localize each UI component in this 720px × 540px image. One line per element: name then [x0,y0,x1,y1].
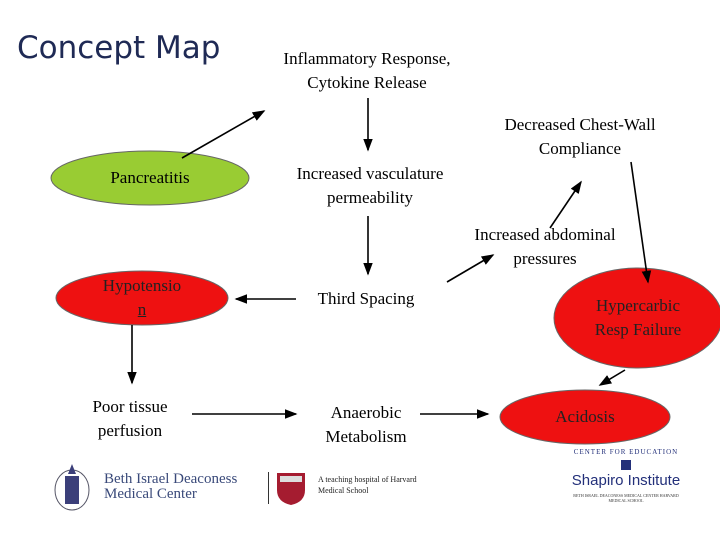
shapiro-subtitle: BETH ISRAEL DEACONESS MEDICAL CENTER HAR… [573,493,679,503]
arrow-pancreatitis-inflammatory [181,110,266,159]
harvard-shield-icon [276,472,306,506]
harvard-teaching-text: A teaching hospital of Harvard Medical S… [318,475,417,495]
shapiro-title: Shapiro Institute [571,472,681,489]
hypercarbic-node [553,267,720,369]
arrow-abdominal-chestwall [549,180,582,229]
hypotension-node [55,270,229,326]
bidmc-logo-text: Beth Israel Deaconess Medical Center [104,471,238,502]
hypotension-label: Hypotensio n [62,274,222,322]
pancreatitis-label: Pancreatitis [110,168,190,187]
arrow-thirdspacing-abdominal [446,254,495,283]
anaerobic-label: Anaerobic Metabolism [325,403,407,446]
poor-tissue-label: Poor tissue perfusion [92,397,168,440]
acidosis-label: Acidosis [555,407,615,426]
shapiro-institute-logo: CENTER FOR EDUCATION Shapiro Institute B… [566,442,686,518]
vasculature-label: Increased vasculature permeability [296,164,444,207]
inflammatory-label: Inflammatory Response, Cytokine Release [283,49,451,92]
hypercarbic-label: Hypercarbic Resp Failure [594,296,682,339]
shapiro-emblem-icon [621,460,631,470]
arrow-chestwall-hypercarbic [630,161,652,284]
third-spacing-label: Third Spacing [317,289,415,308]
shapiro-arc-text: CENTER FOR EDUCATION [573,448,679,456]
arrow-hypercarbic-acidosis [598,369,626,386]
hypotension-line2: n [137,300,147,319]
bidmc-seal-logo [52,462,94,512]
logo-divider [268,472,269,504]
abdominal-label: Increased abdominal pressures [474,225,616,268]
slide-title: Concept Map [17,30,221,66]
hypotension-line1: Hypotensio [102,276,182,295]
pancreatitis-node [50,150,250,206]
chest-wall-label: Decreased Chest-Wall Compliance [504,115,656,158]
acidosis-node [499,389,671,445]
